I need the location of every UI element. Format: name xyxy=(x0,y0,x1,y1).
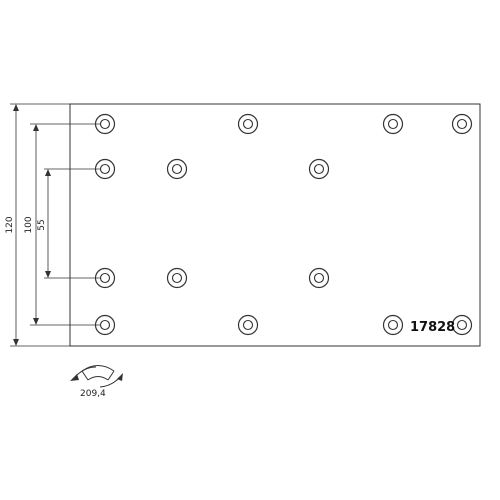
hole-outer-ring xyxy=(451,314,473,336)
hole-outer-ring xyxy=(237,113,259,135)
hole-inner-ring xyxy=(99,319,111,331)
rivet-hole xyxy=(237,314,259,336)
hole-inner-ring xyxy=(456,319,468,331)
arc-length-symbol xyxy=(70,365,123,388)
rivet-hole xyxy=(451,113,473,135)
arc-length-label: 209,4 xyxy=(80,389,106,399)
hole-inner-ring xyxy=(313,272,325,284)
hole-inner-ring xyxy=(171,163,183,175)
hole-inner-ring xyxy=(99,272,111,284)
rivet-hole xyxy=(308,158,330,180)
hole-inner-ring xyxy=(171,272,183,284)
total-height-label: 120 xyxy=(5,216,15,233)
hole-inner-ring xyxy=(99,118,111,130)
hole-outer-ring xyxy=(451,113,473,135)
rivet-hole xyxy=(166,158,188,180)
dimension-inner-hole-spacing xyxy=(44,168,100,279)
part-number: 17828 xyxy=(410,320,455,335)
hole-outer-ring xyxy=(308,267,330,289)
hole-inner-ring xyxy=(242,118,254,130)
rivet-holes xyxy=(94,113,473,336)
lining-plate xyxy=(69,103,481,347)
hole-inner-ring xyxy=(456,118,468,130)
rivet-hole xyxy=(166,267,188,289)
hole-inner-ring xyxy=(99,163,111,175)
inner-hole-spacing-label: 55 xyxy=(37,219,47,230)
hole-outer-ring xyxy=(166,267,188,289)
hole-outer-ring xyxy=(308,158,330,180)
dimension-outer-hole-spacing xyxy=(30,123,100,326)
rivet-hole xyxy=(382,113,404,135)
hole-inner-ring xyxy=(387,319,399,331)
rivet-hole xyxy=(308,267,330,289)
hole-outer-ring xyxy=(382,314,404,336)
lining-outline xyxy=(69,103,481,347)
rivet-hole xyxy=(451,314,473,336)
rivet-hole xyxy=(237,113,259,135)
outer-hole-spacing-label: 100 xyxy=(24,216,34,233)
hole-outer-ring xyxy=(166,158,188,180)
hole-inner-ring xyxy=(387,118,399,130)
hole-outer-ring xyxy=(237,314,259,336)
rivet-hole xyxy=(382,314,404,336)
hole-inner-ring xyxy=(242,319,254,331)
hole-inner-ring xyxy=(313,163,325,175)
dimension-total-height xyxy=(10,103,70,347)
hole-outer-ring xyxy=(382,113,404,135)
